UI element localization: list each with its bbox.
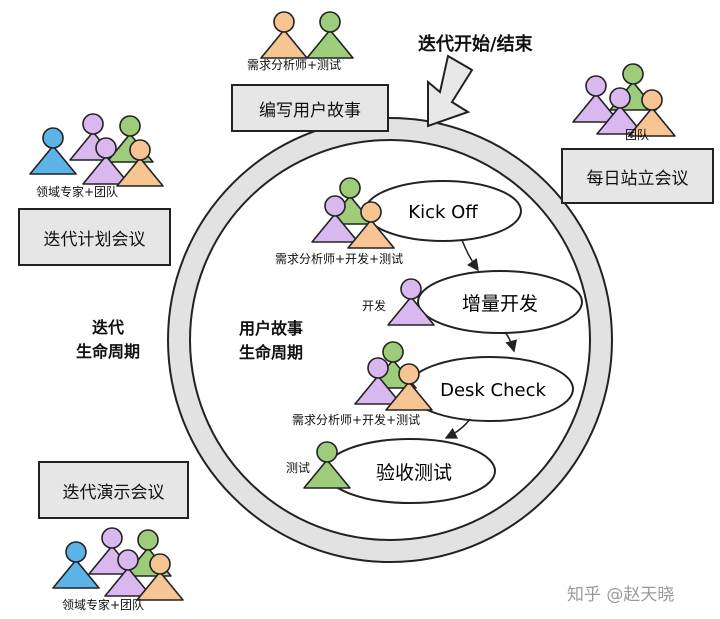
person-icon — [52, 541, 100, 589]
iteration-lifecycle-line2: 生命周期 — [75, 342, 140, 361]
step-label-1: Kick Off — [408, 202, 478, 223]
iteration-start-arrow — [427, 54, 474, 128]
role-caption-ba-dev-test-2: 需求分析师+开发+测试 — [292, 413, 421, 427]
role-caption-dev: 开发 — [362, 299, 387, 313]
box-daily-standup: 每日站立会议 — [561, 148, 714, 204]
person-icon — [260, 11, 308, 59]
person-icon — [596, 87, 644, 135]
box-iteration-planning: 迭代计划会议 — [18, 208, 171, 266]
person-icon — [306, 11, 354, 59]
arrow-deskcheck-to-acceptance — [444, 418, 471, 439]
role-caption-ba-test: 需求分析师+测试 — [247, 58, 342, 72]
person-icon — [572, 75, 620, 123]
watermark: 知乎 @赵天晓 — [567, 585, 675, 605]
story-inner-ring — [189, 139, 591, 541]
box-write-user-stories: 编写用户故事 — [231, 84, 389, 132]
person-icon — [29, 127, 77, 175]
person-icon — [104, 549, 152, 597]
step-label-2: 增量开发 — [462, 293, 538, 315]
people-icons — [29, 11, 676, 601]
person-icon — [311, 195, 359, 243]
arrow-kickoff-to-dev — [461, 239, 479, 272]
iteration-start-end-label: 迭代开始/结束 — [418, 34, 533, 55]
iteration-lifecycle-label: 迭代 生命周期 — [68, 316, 148, 364]
person-icon — [136, 553, 184, 601]
person-icon — [303, 441, 351, 489]
person-icon — [354, 357, 402, 405]
box-iteration-demo: 迭代演示会议 — [38, 461, 189, 519]
person-icon — [82, 137, 130, 185]
role-caption-domain-team-left: 领域专家+团队 — [36, 185, 119, 199]
person-icon — [628, 89, 676, 137]
role-caption-test: 测试 — [286, 461, 311, 475]
arrow-dev-to-deskcheck — [504, 331, 518, 353]
story-lifecycle-label: 用户故事 生命周期 — [226, 317, 316, 365]
step-label-3: Desk Check — [440, 380, 546, 401]
story-lifecycle-line1: 用户故事 — [238, 319, 303, 338]
step-incremental-dev — [417, 270, 583, 334]
person-icon — [116, 139, 164, 187]
role-caption-team: 团队 — [625, 128, 650, 142]
person-icon — [387, 278, 435, 326]
role-caption-domain-team-bottom: 领域专家+团队 — [62, 598, 145, 612]
story-lifecycle-line2: 生命周期 — [238, 343, 303, 362]
step-label-4: 验收测试 — [376, 462, 452, 484]
iteration-lifecycle-line1: 迭代 — [91, 318, 124, 337]
person-icon — [385, 363, 433, 411]
role-caption-ba-dev-test-1: 需求分析师+开发+测试 — [275, 252, 404, 266]
person-icon — [347, 201, 395, 249]
